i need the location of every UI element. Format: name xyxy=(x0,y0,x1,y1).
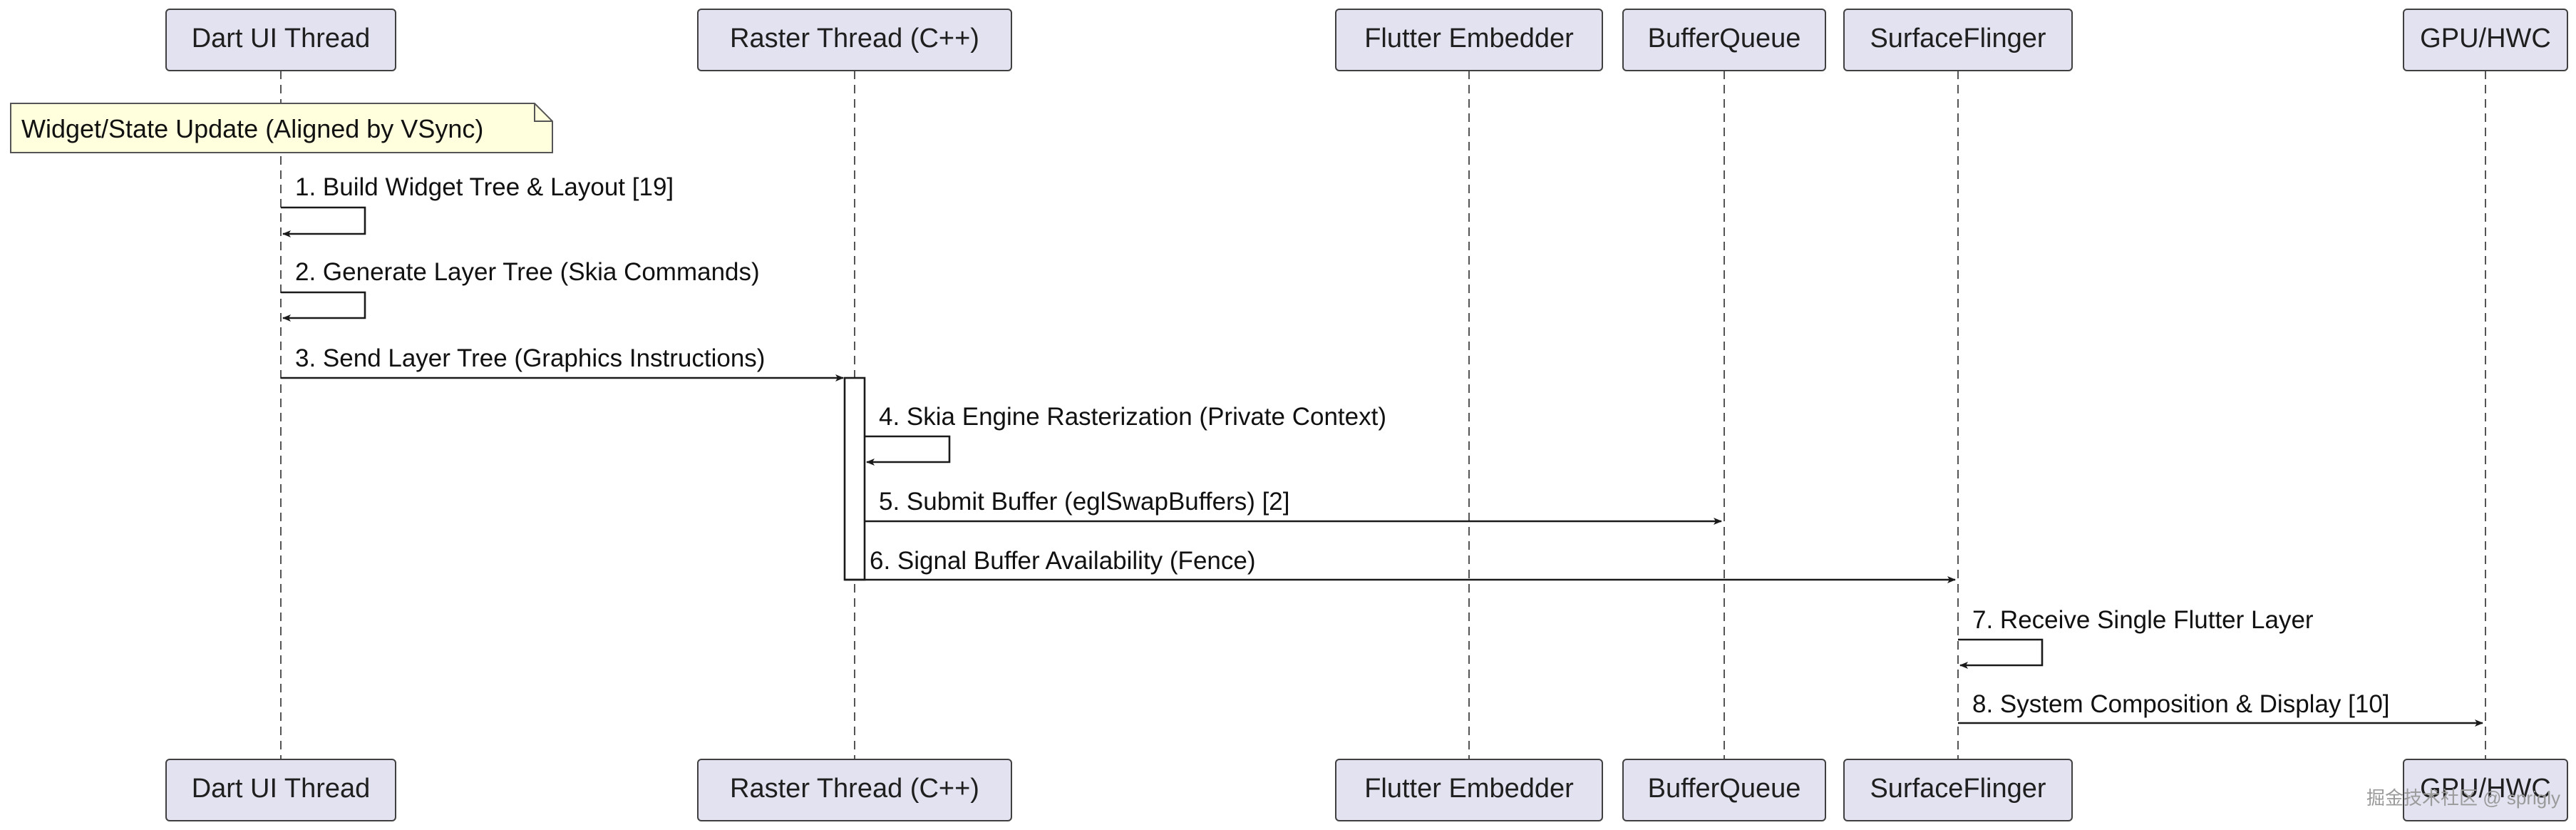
participant-surfaceflinger-top: SurfaceFlinger xyxy=(1843,9,2073,71)
participant-bufferqueue-bottom: BufferQueue xyxy=(1622,759,1826,821)
participant-label: Dart UI Thread xyxy=(192,24,371,53)
participant-raster-bottom: Raster Thread (C++) xyxy=(697,759,1012,821)
message-6: 6. Signal Buffer Availability (Fence) xyxy=(845,547,1956,583)
message-label: 7. Receive Single Flutter Layer xyxy=(1972,606,2314,634)
message-label: 8. System Composition & Display [10] xyxy=(1972,690,2390,718)
participant-bufferqueue-top: BufferQueue xyxy=(1622,9,1826,71)
message-label: 6. Signal Buffer Availability (Fence) xyxy=(870,547,1256,575)
message-label: 4. Skia Engine Rasterization (Private Co… xyxy=(879,403,1386,431)
message-label: 1. Build Widget Tree & Layout [19] xyxy=(295,173,674,201)
raster-activation-bar xyxy=(843,376,866,581)
participant-label: Raster Thread (C++) xyxy=(730,774,979,804)
participant-label: SurfaceFlinger xyxy=(1870,24,2046,53)
participant-embedder-bottom: Flutter Embedder xyxy=(1335,759,1603,821)
message-3: 3. Send Layer Tree (Graphics Instruction… xyxy=(281,344,844,381)
message-label: 5. Submit Buffer (eglSwapBuffers) [2] xyxy=(879,488,1290,516)
participant-dart-top: Dart UI Thread xyxy=(165,9,396,71)
participant-dart-bottom: Dart UI Thread xyxy=(165,759,396,821)
participant-label: Flutter Embedder xyxy=(1364,774,1574,804)
participant-embedder-top: Flutter Embedder xyxy=(1335,9,1603,71)
participant-label: SurfaceFlinger xyxy=(1870,774,2046,804)
message-8: 8. System Composition & Display [10] xyxy=(1958,690,2483,727)
participant-label: BufferQueue xyxy=(1648,24,1801,53)
message-7: 7. Receive Single Flutter Layer xyxy=(1958,606,2314,669)
note-text: Widget/State Update (Aligned by VSync) xyxy=(21,114,483,143)
participant-raster-top: Raster Thread (C++) xyxy=(697,9,1012,71)
participant-label: GPU/HWC xyxy=(2420,774,2551,804)
participant-gpu-bottom: GPU/HWC xyxy=(2403,759,2568,821)
message-label: 2. Generate Layer Tree (Skia Commands) xyxy=(295,258,760,286)
message-label: 3. Send Layer Tree (Graphics Instruction… xyxy=(295,344,765,372)
message-5: 5. Submit Buffer (eglSwapBuffers) [2] xyxy=(865,488,1722,525)
message-4: 4. Skia Engine Rasterization (Private Co… xyxy=(865,403,1386,466)
participant-label: Flutter Embedder xyxy=(1364,24,1574,53)
message-2: 2. Generate Layer Tree (Skia Commands) xyxy=(281,258,760,322)
participant-label: GPU/HWC xyxy=(2420,24,2551,53)
participant-gpu-top: GPU/HWC xyxy=(2403,9,2568,71)
vsync-note: Widget/State Update (Aligned by VSync) xyxy=(10,103,553,153)
participant-label: BufferQueue xyxy=(1648,774,1801,804)
watermark: 掘金技术社区 @ sprigly xyxy=(2366,787,2560,809)
participant-label: Dart UI Thread xyxy=(192,774,371,804)
participant-surfaceflinger-bottom: SurfaceFlinger xyxy=(1843,759,2073,821)
lifelines xyxy=(280,71,2486,759)
participant-label: Raster Thread (C++) xyxy=(730,24,979,53)
message-1: 1. Build Widget Tree & Layout [19] xyxy=(281,173,674,237)
